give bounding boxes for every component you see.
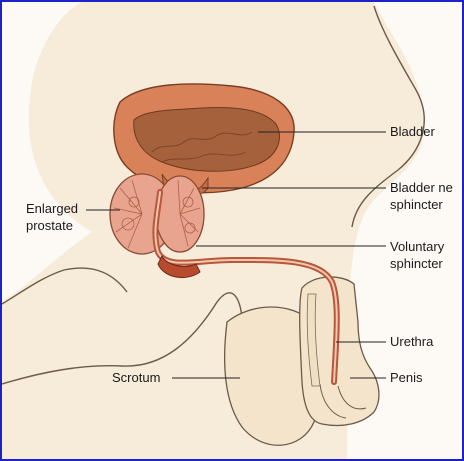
label-bladder: Bladder [390, 123, 435, 140]
label-enlarged-prostate-line1: Enlarged [26, 200, 78, 217]
label-bladder-neck-line2: sphincter [390, 196, 453, 213]
label-voluntary-line1: Voluntary [390, 238, 444, 255]
label-penis-text: Penis [390, 370, 423, 385]
label-bladder-text: Bladder [390, 124, 435, 139]
label-enlarged-prostate-line2: prostate [26, 217, 78, 234]
label-bladder-neck-sphincter: Bladder ne sphincter [390, 179, 453, 213]
label-penis: Penis [390, 369, 423, 386]
label-scrotum: Scrotum [112, 369, 160, 386]
label-urethra-text: Urethra [390, 334, 433, 349]
label-urethra: Urethra [390, 333, 433, 350]
label-scrotum-text: Scrotum [112, 370, 160, 385]
label-enlarged-prostate: Enlarged prostate [26, 200, 78, 234]
label-bladder-neck-line1: Bladder ne [390, 179, 453, 196]
label-voluntary-line2: sphincter [390, 255, 444, 272]
label-voluntary-sphincter: Voluntary sphincter [390, 238, 444, 272]
